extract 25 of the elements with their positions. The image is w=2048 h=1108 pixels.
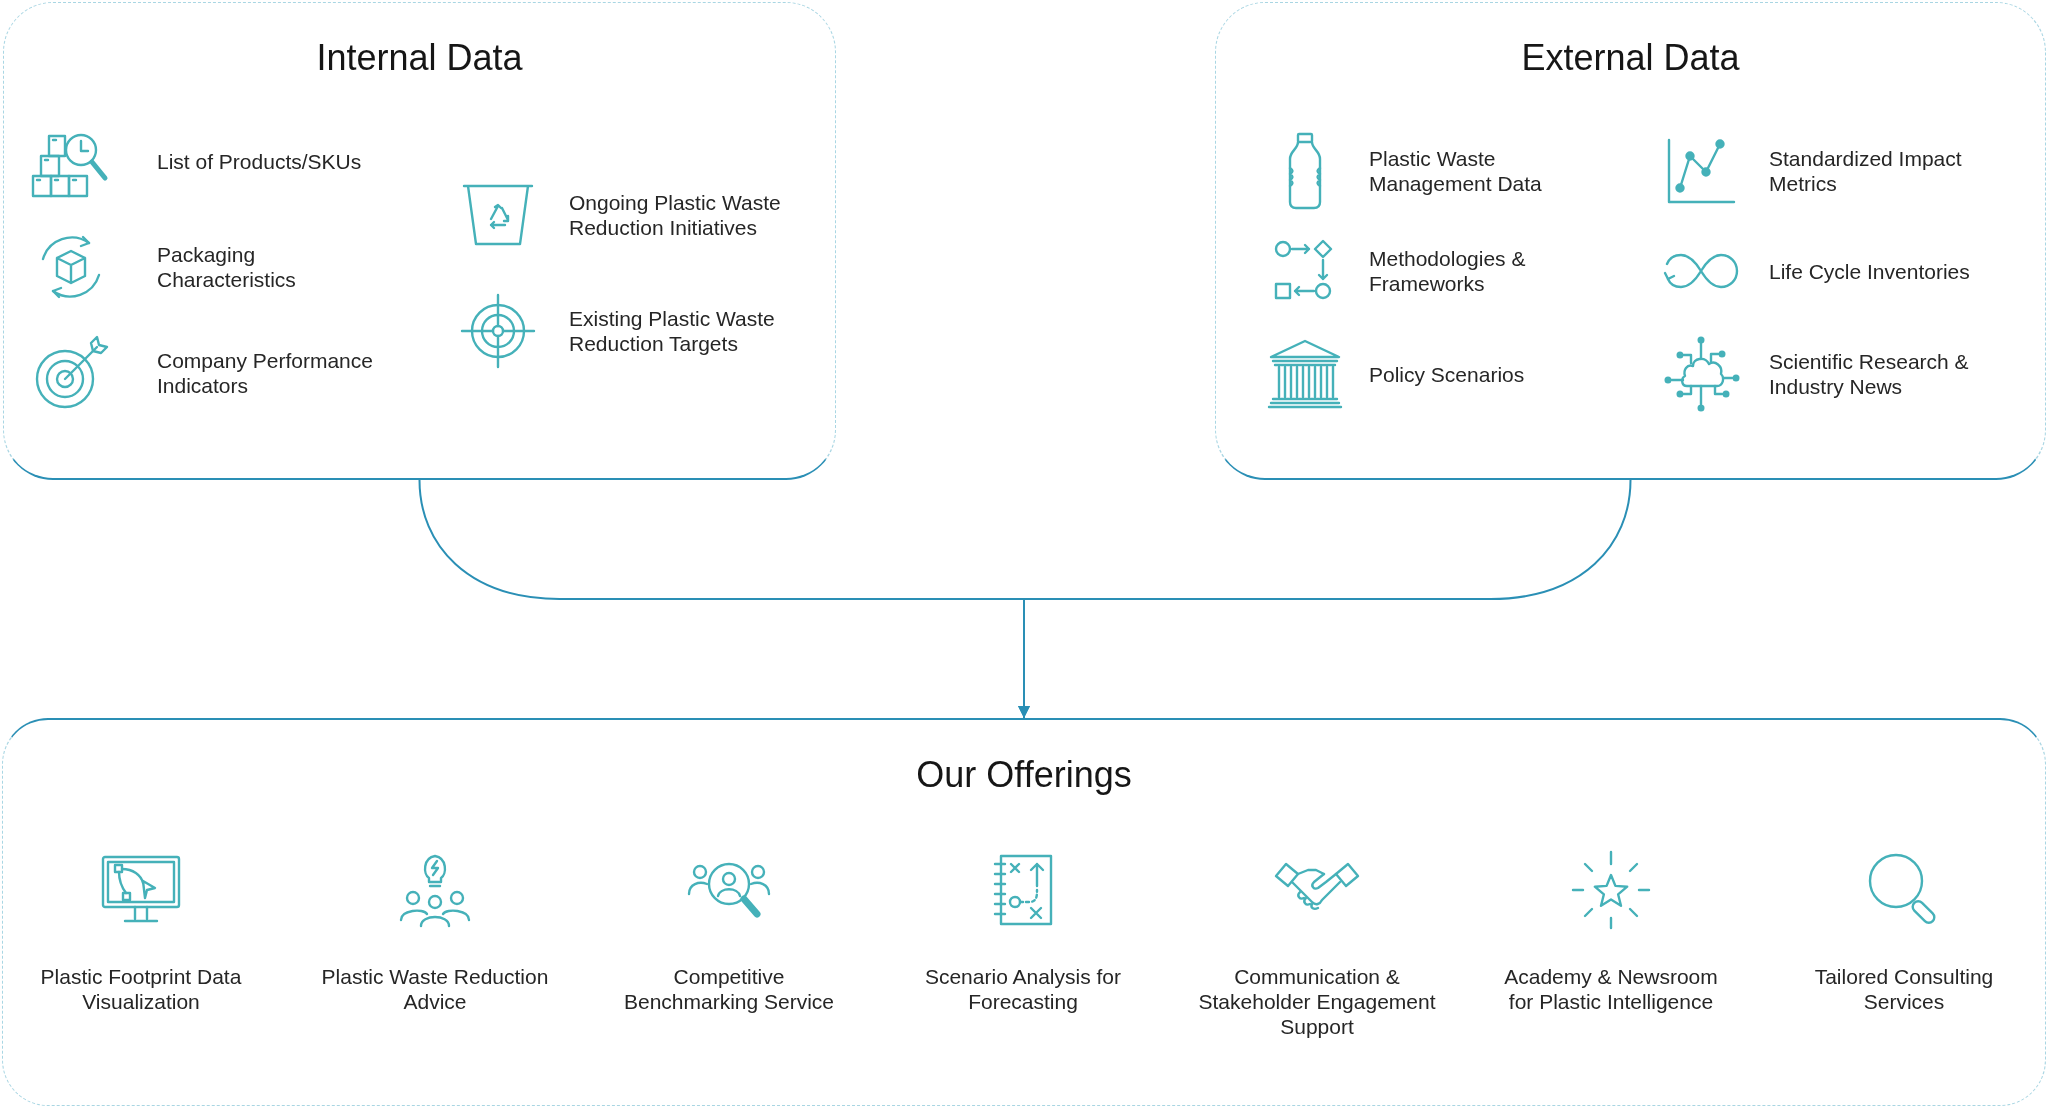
item-label: Scientific Research & Industry News xyxy=(1769,349,1970,399)
item-label: Company Performance Indicators xyxy=(157,348,374,398)
item-label: Policy Scenarios xyxy=(1369,361,1526,387)
item-label: Standardized Impact Metrics xyxy=(1769,146,1963,196)
item-label: Tailored Consulting Services xyxy=(1814,964,1994,1014)
rounded-panel xyxy=(3,2,836,480)
item-label: Existing Plastic Waste Reduction Targets xyxy=(569,306,776,356)
rounded-panel xyxy=(1215,2,2046,480)
item-label: Packaging Characteristics xyxy=(157,242,297,292)
connector-arrow xyxy=(1018,479,1632,719)
rounded-panel xyxy=(2,718,2046,1106)
item-label: Plastic Footprint Data Visualization xyxy=(40,964,242,1014)
item-label: Academy & Newsroom for Plastic Intelligence xyxy=(1503,964,1719,1014)
panel-title: External Data xyxy=(1521,37,1740,79)
item-label: Ongoing Plastic Waste Reduction Initiatives xyxy=(569,190,782,240)
panel-title: Internal Data xyxy=(316,37,523,79)
item-label: Life Cycle Inventories xyxy=(1769,258,1971,284)
item-label: Plastic Waste Reduction Advice xyxy=(321,964,549,1014)
panel-title: Our Offerings xyxy=(916,754,1132,796)
item-label: Communication & Stakeholder Engagement Support xyxy=(1198,964,1436,1039)
item-label: List of Products/SKUs xyxy=(157,148,363,174)
item-label: Plastic Waste Management Data xyxy=(1369,146,1543,196)
item-label: Methodologies & Frameworks xyxy=(1369,246,1527,296)
item-label: Competitive Benchmarking Service xyxy=(623,964,835,1014)
item-label: Scenario Analysis for Forecasting xyxy=(924,964,1122,1014)
